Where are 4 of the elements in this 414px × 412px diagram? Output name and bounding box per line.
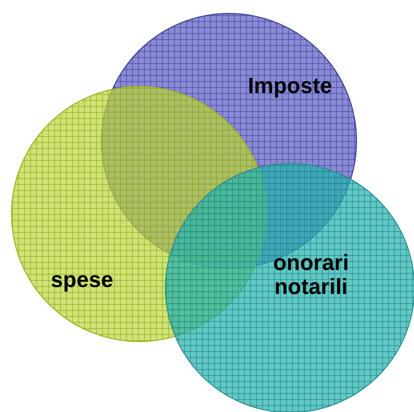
venn-circle (165, 163, 414, 412)
set-label: onorari notarili (272, 251, 350, 300)
set-label: spese (50, 268, 114, 292)
set-label: Imposte (246, 74, 334, 98)
